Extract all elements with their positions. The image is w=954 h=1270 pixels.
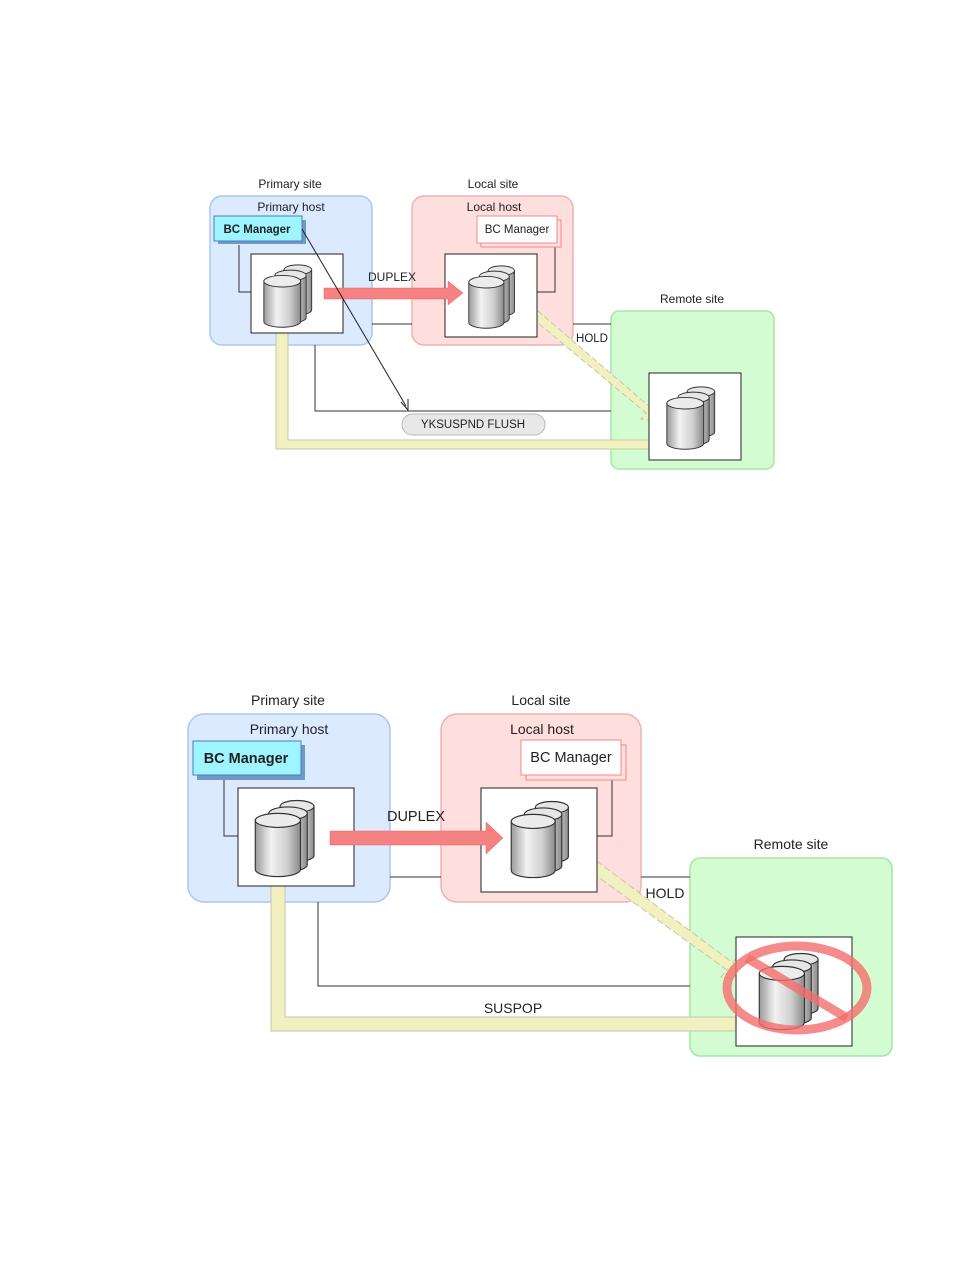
command-label: YKSUSPND FLUSH [421, 419, 525, 431]
diagram-1: Primary site Local site Remote site Prim… [210, 177, 774, 469]
local-site-title: Local site [511, 692, 570, 708]
status-label: SUSPOP [484, 1000, 542, 1016]
primary-bc-manager-label: BC Manager [204, 751, 289, 767]
primary-remote-path [276, 330, 664, 456]
primary-remote-link-line [318, 902, 690, 986]
command-arrow-head [401, 399, 408, 410]
duplex-label: DUPLEX [368, 270, 416, 284]
hold-label: HOLD [576, 333, 608, 345]
local-bc-manager-label: BC Manager [530, 750, 612, 766]
local-site-title: Local site [468, 177, 519, 191]
primary-bc-manager-label: BC Manager [223, 224, 291, 236]
primary-site-title: Primary site [251, 692, 325, 708]
hold-label: HOLD [646, 885, 685, 901]
diagram-2: Primary site Local site Remote site Prim… [188, 692, 892, 1056]
primary-host-title: Primary host [250, 721, 329, 737]
remote-site-title: Remote site [754, 836, 829, 852]
remote-site-title: Remote site [660, 292, 724, 306]
local-host-title: Local host [467, 200, 522, 214]
primary-host-title: Primary host [257, 200, 325, 214]
primary-site-title: Primary site [258, 177, 322, 191]
local-bc-manager-label: BC Manager [485, 224, 550, 236]
duplex-label: DUPLEX [387, 809, 445, 825]
primary-remote-link-line [315, 345, 611, 411]
local-host-title: Local host [510, 721, 574, 737]
